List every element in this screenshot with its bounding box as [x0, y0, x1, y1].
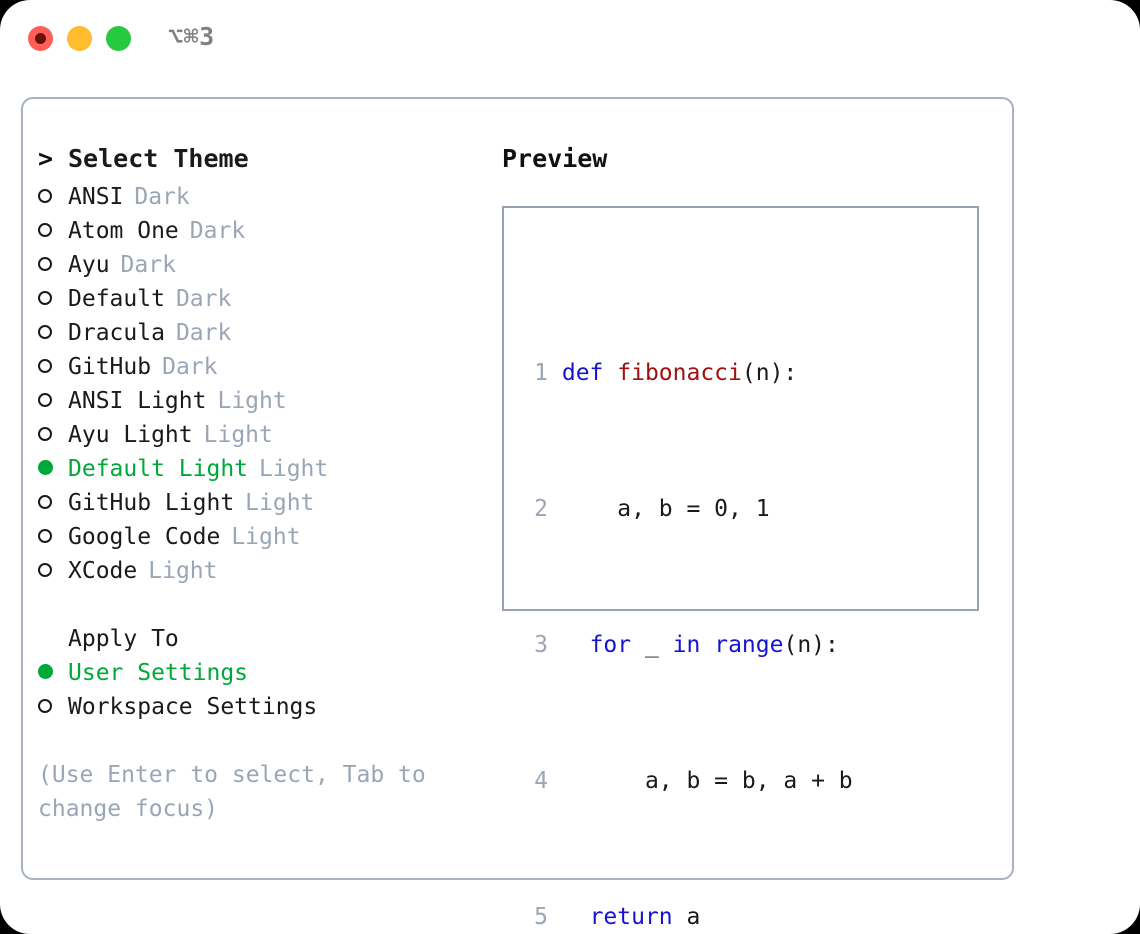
theme-name-label: Default: [68, 286, 165, 312]
code-token: [562, 632, 590, 658]
theme-option-ayu-dark[interactable]: Ayu Dark: [38, 252, 498, 286]
code-line: 3 for _ in range(n):: [522, 628, 908, 662]
code-token: fibonacci: [617, 360, 742, 386]
theme-option-atom-one-dark[interactable]: Atom One Dark: [38, 218, 498, 252]
preview-title: Preview: [502, 144, 608, 173]
theme-name-label: ANSI Light: [68, 388, 207, 414]
theme-mode-badge: Dark: [175, 320, 232, 346]
radio-unselected-icon[interactable]: [38, 354, 68, 380]
title-bar: ⌥⌘3: [0, 0, 1140, 78]
theme-name-label: Default Light: [68, 456, 249, 482]
code-token: def: [561, 360, 618, 386]
theme-mode-badge: Dark: [162, 354, 218, 380]
code-token: for: [589, 632, 632, 658]
maximize-icon[interactable]: [106, 26, 131, 51]
prompt-caret-icon: >: [38, 144, 54, 173]
titlebar-shortcut-label: ⌥⌘3: [168, 22, 215, 51]
theme-name-label: Ayu: [68, 252, 110, 278]
theme-option-default-dark[interactable]: Default Dark: [38, 286, 498, 320]
code-token: in: [672, 632, 701, 658]
code-token: a, b = 0, 1: [561, 496, 770, 522]
code-token: (n):: [741, 360, 798, 386]
recording-indicator-icon: [35, 33, 46, 44]
theme-mode-badge: Light: [245, 490, 315, 516]
theme-name-label: ANSI: [68, 184, 124, 210]
theme-option-google-code-light[interactable]: Google Code Light: [38, 524, 498, 558]
apply-to-header: Apply To: [68, 626, 179, 652]
theme-name-label: XCode: [68, 558, 138, 584]
radio-unselected-icon[interactable]: [38, 218, 68, 244]
theme-option-ayu-light[interactable]: Ayu Light Light: [38, 422, 498, 456]
radio-unselected-icon[interactable]: [38, 490, 68, 516]
page-title: Select Theme: [68, 144, 249, 173]
code-token: range: [714, 632, 784, 658]
radio-selected-icon[interactable]: [38, 456, 68, 482]
theme-mode-badge: Light: [217, 388, 287, 414]
radio-unselected-icon[interactable]: [38, 320, 68, 346]
apply-to-label: Workspace Settings: [68, 694, 318, 720]
apply-to-option-user-settings[interactable]: User Settings: [38, 660, 498, 694]
radio-unselected-icon[interactable]: [38, 524, 68, 550]
theme-name-label: GitHub Light: [68, 490, 235, 516]
preview-column: Preview 1 def fibonacci(n): 2 a, b = 0, …: [502, 144, 1002, 930]
theme-mode-badge: Dark: [134, 184, 190, 210]
preview-box: 1 def fibonacci(n): 2 a, b = 0, 1 3 for …: [502, 206, 979, 930]
radio-unselected-icon[interactable]: [38, 558, 68, 584]
theme-option-default-light[interactable]: Default Light Light: [38, 456, 498, 490]
theme-option-ansi-light[interactable]: ANSI Light Light: [38, 388, 498, 422]
code-line: 4 a, b = b, a + b: [522, 764, 908, 798]
radio-unselected-icon[interactable]: [38, 694, 68, 720]
theme-name-label: GitHub: [68, 354, 152, 380]
radio-selected-icon[interactable]: [38, 660, 68, 686]
code-line: 5 return a: [522, 900, 908, 934]
theme-mode-badge: Dark: [175, 286, 232, 312]
line-number: 1: [534, 360, 548, 386]
radio-unselected-icon[interactable]: [38, 252, 68, 278]
theme-mode-badge: Dark: [189, 218, 246, 244]
line-number: 2: [534, 496, 548, 522]
code-line: 1 def fibonacci(n):: [522, 356, 908, 390]
code-token: a, b = b, a + b: [561, 768, 853, 794]
theme-mode-badge: Dark: [120, 252, 176, 278]
code-token: a: [672, 904, 701, 930]
section-spacer: [38, 592, 498, 626]
theme-mode-badge: Light: [203, 422, 273, 448]
theme-name-label: Google Code: [68, 524, 221, 550]
code-preview: 1 def fibonacci(n): 2 a, b = 0, 1 3 for …: [522, 254, 908, 934]
radio-unselected-icon[interactable]: [38, 422, 68, 448]
theme-option-github-light[interactable]: GitHub Light Light: [38, 490, 498, 524]
code-line: 2 a, b = 0, 1: [522, 492, 908, 526]
line-number: 3: [534, 632, 548, 658]
theme-mode-badge: Light: [231, 524, 301, 550]
radio-unselected-icon[interactable]: [38, 184, 68, 210]
theme-name-label: Atom One: [68, 218, 179, 244]
main-panel: > Select Theme ANSI Dark Atom One Dark A…: [21, 97, 1014, 930]
theme-option-github-dark[interactable]: GitHub Dark: [38, 354, 498, 388]
line-number: 5: [534, 904, 548, 930]
select-theme-header: > Select Theme: [38, 144, 498, 184]
apply-to-label: User Settings: [68, 660, 249, 686]
apply-to-option-workspace-settings[interactable]: Workspace Settings: [38, 694, 498, 728]
code-token: _: [631, 632, 673, 658]
code-token: (n):: [783, 632, 839, 658]
code-token: [700, 632, 714, 658]
theme-selector-column: > Select Theme ANSI Dark Atom One Dark A…: [38, 144, 498, 826]
theme-option-ansi-dark[interactable]: ANSI Dark: [38, 184, 498, 218]
radio-unselected-icon[interactable]: [38, 388, 68, 414]
theme-mode-badge: Light: [259, 456, 329, 482]
theme-option-xcode-light[interactable]: XCode Light: [38, 558, 498, 592]
theme-mode-badge: Light: [148, 558, 218, 584]
theme-name-label: Dracula: [68, 320, 165, 346]
keyboard-hint-text: (Use Enter to select, Tab to change focu…: [38, 762, 440, 822]
theme-name-label: Ayu Light: [68, 422, 193, 448]
code-token: [562, 904, 590, 930]
theme-option-dracula-dark[interactable]: Dracula Dark: [38, 320, 498, 354]
code-token: return: [589, 904, 673, 930]
minimize-icon[interactable]: [67, 26, 92, 51]
radio-unselected-icon[interactable]: [38, 286, 68, 312]
line-number: 4: [534, 768, 548, 794]
